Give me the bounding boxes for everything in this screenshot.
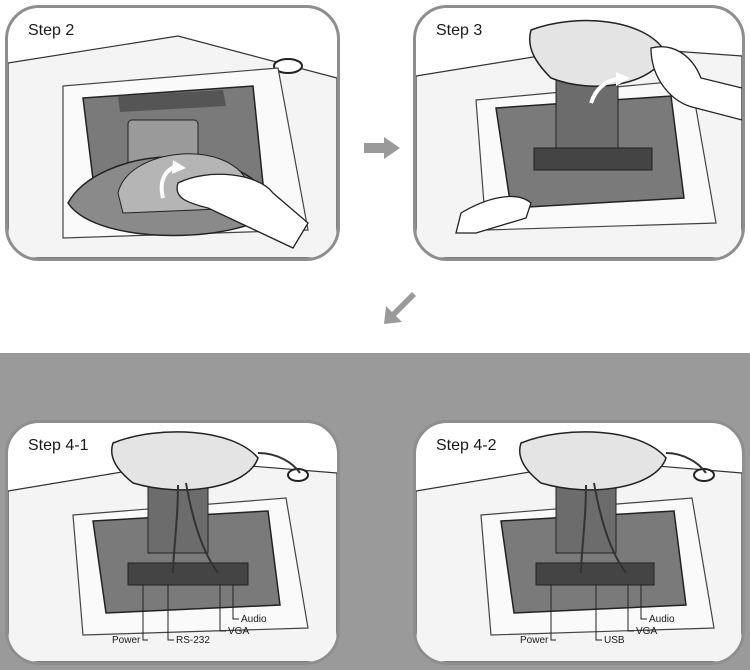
step-4-2-panel: Power USB VGA Audio Step 4-2: [413, 420, 745, 665]
step-4-1-panel: Power RS-232 VGA Audio Step 4-1: [5, 420, 340, 665]
step-2-panel: Step 2: [5, 5, 340, 261]
arrow-right-icon: [362, 136, 402, 160]
step-3-panel: Step 3: [413, 5, 745, 261]
step-3-title: Step 3: [436, 22, 482, 40]
arrow-down-left-icon: [382, 290, 418, 326]
step-2-title: Step 2: [28, 22, 74, 40]
callout-power-label: Power: [112, 635, 141, 646]
step-4-2-illustration: Power USB VGA Audio: [416, 423, 742, 662]
callout-rs232-label: RS-232: [176, 635, 210, 646]
callout-vga-label: VGA: [636, 626, 657, 637]
step-3-illustration: [416, 8, 742, 258]
callout-usb-label: USB: [604, 635, 625, 646]
step-4-1-illustration: Power RS-232 VGA Audio: [8, 423, 337, 662]
step-4-2-title: Step 4-2: [436, 437, 496, 455]
callout-audio-label: Audio: [649, 614, 675, 625]
step-2-illustration: [8, 8, 337, 258]
callout-power-label: Power: [520, 635, 549, 646]
step-4-1-title: Step 4-1: [28, 437, 88, 455]
callout-vga-label: VGA: [228, 626, 249, 637]
callout-audio-label: Audio: [241, 614, 267, 625]
